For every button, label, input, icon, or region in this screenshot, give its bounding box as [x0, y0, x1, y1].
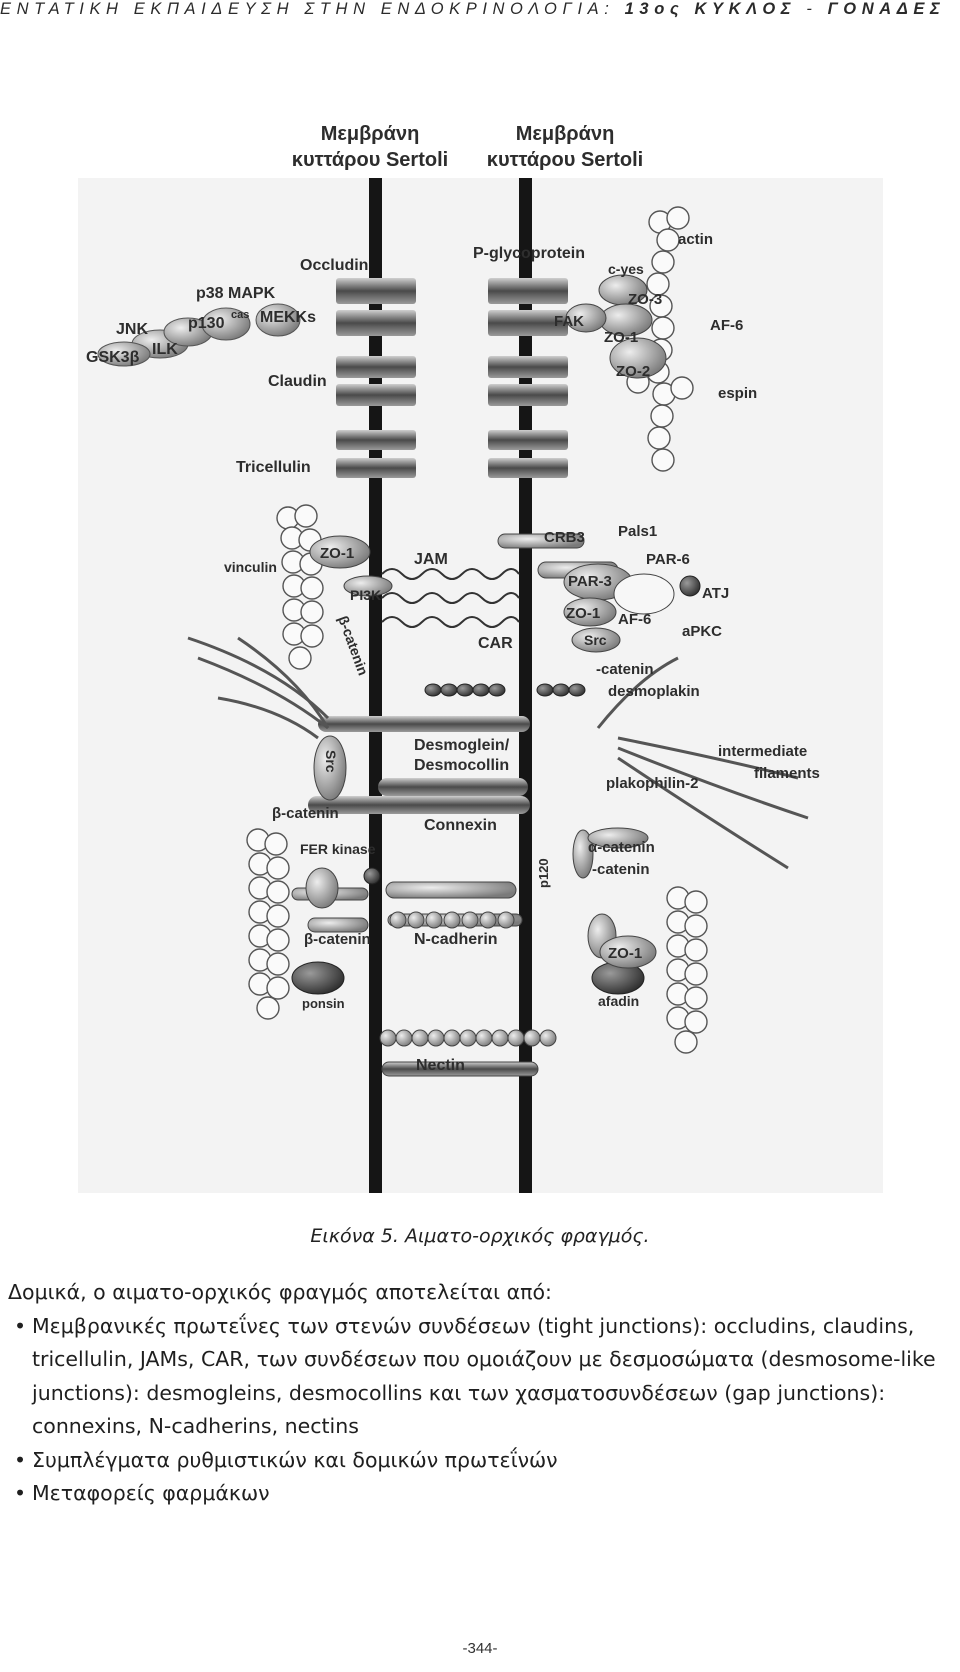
label-p130: p130 [188, 315, 225, 332]
label-desmoplakin: desmoplakin [608, 683, 700, 700]
zo-protein-blobs-top [565, 274, 667, 379]
label-beta-catenin-top: β-catenin [272, 805, 339, 822]
label-zo1-mid: ZO-1 [320, 545, 354, 562]
membrane-left-line1: Μεμβράνη [321, 123, 420, 145]
list-item: Μεταφορείς φαρμάκων [8, 1477, 948, 1511]
label-pi3k: PI3K [350, 587, 381, 603]
occludin-bands [336, 278, 568, 336]
label-afadin: afadin [598, 993, 639, 1009]
label-pals1: Pals1 [618, 523, 657, 540]
label-af6-top: AF-6 [710, 317, 743, 334]
desmoglein-bands [308, 716, 530, 814]
membrane-left-line2: κυττάρου Sertoli [292, 149, 448, 171]
label-jnk: JNK [116, 321, 148, 338]
header-cycle: 13ος ΚΥΚΛΟΣ [624, 0, 797, 18]
page-number: -344- [462, 1640, 498, 1657]
label-espin: espin [718, 385, 757, 402]
body-text: Δομικά, ο αιματο-ορχικός φραγμός αποτελε… [8, 1276, 948, 1511]
running-header: ΕΝΤΑΤΙΚΗ ΕΚΠΑΙΔΕΥΣΗ ΣΤΗΝ ΕΝΔΟΚΡΙΝΟΛΟΓΙΑ:… [0, 0, 960, 24]
label-zo1-top: ZO-1 [604, 329, 638, 346]
label-af6-mid: AF-6 [618, 611, 651, 628]
label-src-left: Src [323, 750, 339, 773]
label-catenin-2: -catenin [592, 861, 650, 878]
label-filaments: filaments [754, 765, 820, 782]
actin-beads-mid-left [276, 504, 324, 670]
label-crb3: CRB3 [544, 529, 585, 546]
membrane-right-line2: κυττάρου Sertoli [487, 149, 643, 171]
tricellulin-bands [336, 430, 568, 478]
label-par6: PAR-6 [646, 551, 690, 568]
label-mekks: MEKKs [260, 309, 316, 326]
label-catenin-right: -catenin [596, 661, 654, 678]
label-actin: actin [678, 231, 713, 248]
label-p120: p120 [536, 858, 551, 888]
component-list: Μεμβρανικές πρωτεΐνες των στενών συνδέσε… [8, 1310, 948, 1511]
header-topic: ΓΟΝΑΔΕΣ [827, 0, 946, 18]
actin-beads-bottom-right [666, 886, 708, 1054]
nectin-beads [379, 1029, 557, 1077]
label-gsk3b: GSK3β [86, 349, 140, 366]
desmosome-beads-row [424, 683, 586, 697]
jam-car-wave-lines [381, 568, 520, 628]
list-item: Μεμβρανικές πρωτεΐνες των στενών συνδέσε… [8, 1310, 948, 1444]
label-vinculin: vinculin [224, 559, 277, 575]
header-dash: - [806, 0, 818, 18]
label-n-cadherin: N-cadherin [414, 931, 498, 948]
n-cadherin-beads [387, 911, 523, 929]
label-p38-mapk: p38 MAPK [196, 285, 276, 302]
label-desmoglein: Desmoglein/ [414, 737, 510, 754]
list-item: Συμπλέγματα ρυθμιστικών και δομικών πρωτ… [8, 1444, 948, 1478]
label-connexin: Connexin [424, 817, 497, 834]
label-plakophilin: plakophilin-2 [606, 775, 699, 792]
label-beta-catenin-bottom: β-catenin [304, 931, 371, 948]
label-desmocollin: Desmocollin [414, 757, 509, 774]
label-alpha-catenin: α-catenin [588, 839, 655, 856]
label-apkc: aPKC [682, 623, 722, 640]
blood-testis-barrier-figure: Μεμβράνη κυττάρου Sertoli Μεμβράνη κυττά… [78, 123, 883, 1193]
label-jam: JAM [414, 551, 448, 568]
label-atj: ATJ [702, 585, 729, 602]
label-fak: FAK [554, 313, 584, 330]
label-fer-kinase: FER kinase [300, 841, 376, 857]
intermediate-filament-arcs [187, 636, 809, 870]
header-prefix: ΕΝΤΑΤΙΚΗ ΕΚΠΑΙΔΕΥΣΗ ΣΤΗΝ ΕΝΔΟΚΡΙΝΟΛΟΓΙΑ: [0, 0, 615, 18]
label-ilk: ILK [152, 341, 178, 358]
label-zo1-right: ZO-1 [566, 605, 600, 622]
claudin-bands [336, 356, 568, 406]
actin-beads-bottom-left [246, 828, 290, 1020]
label-ponsin: ponsin [302, 996, 345, 1011]
intro-paragraph: Δομικά, ο αιματο-ορχικός φραγμός αποτελε… [8, 1280, 552, 1304]
label-intermediate: intermediate [718, 743, 807, 760]
label-c-yes: c-yes [608, 261, 644, 277]
figure-caption: Εικόνα 5. Αιματο-ορχικός φραγμός. [310, 1225, 650, 1247]
label-src-mid: Src [584, 632, 607, 648]
label-zo1-bottom: ZO-1 [608, 945, 642, 962]
label-cas: cas [231, 309, 249, 321]
label-zo3: ZO-3 [628, 291, 662, 308]
membrane-right-line1: Μεμβράνη [516, 123, 615, 145]
label-nectin: Nectin [416, 1057, 465, 1074]
label-zo2: ZO-2 [616, 363, 650, 380]
label-occludin: Occludin [300, 257, 368, 274]
label-par3: PAR-3 [568, 573, 612, 590]
mapk-blobs [97, 303, 301, 367]
src-ellipse-left [313, 735, 347, 801]
label-tricellulin: Tricellulin [236, 459, 311, 476]
label-claudin: Claudin [268, 373, 327, 390]
label-p-glycoprotein: P-glycoprotein [473, 245, 585, 262]
polarity-blobs [309, 533, 701, 653]
adherens-complex [291, 827, 657, 995]
label-car: CAR [478, 635, 513, 652]
